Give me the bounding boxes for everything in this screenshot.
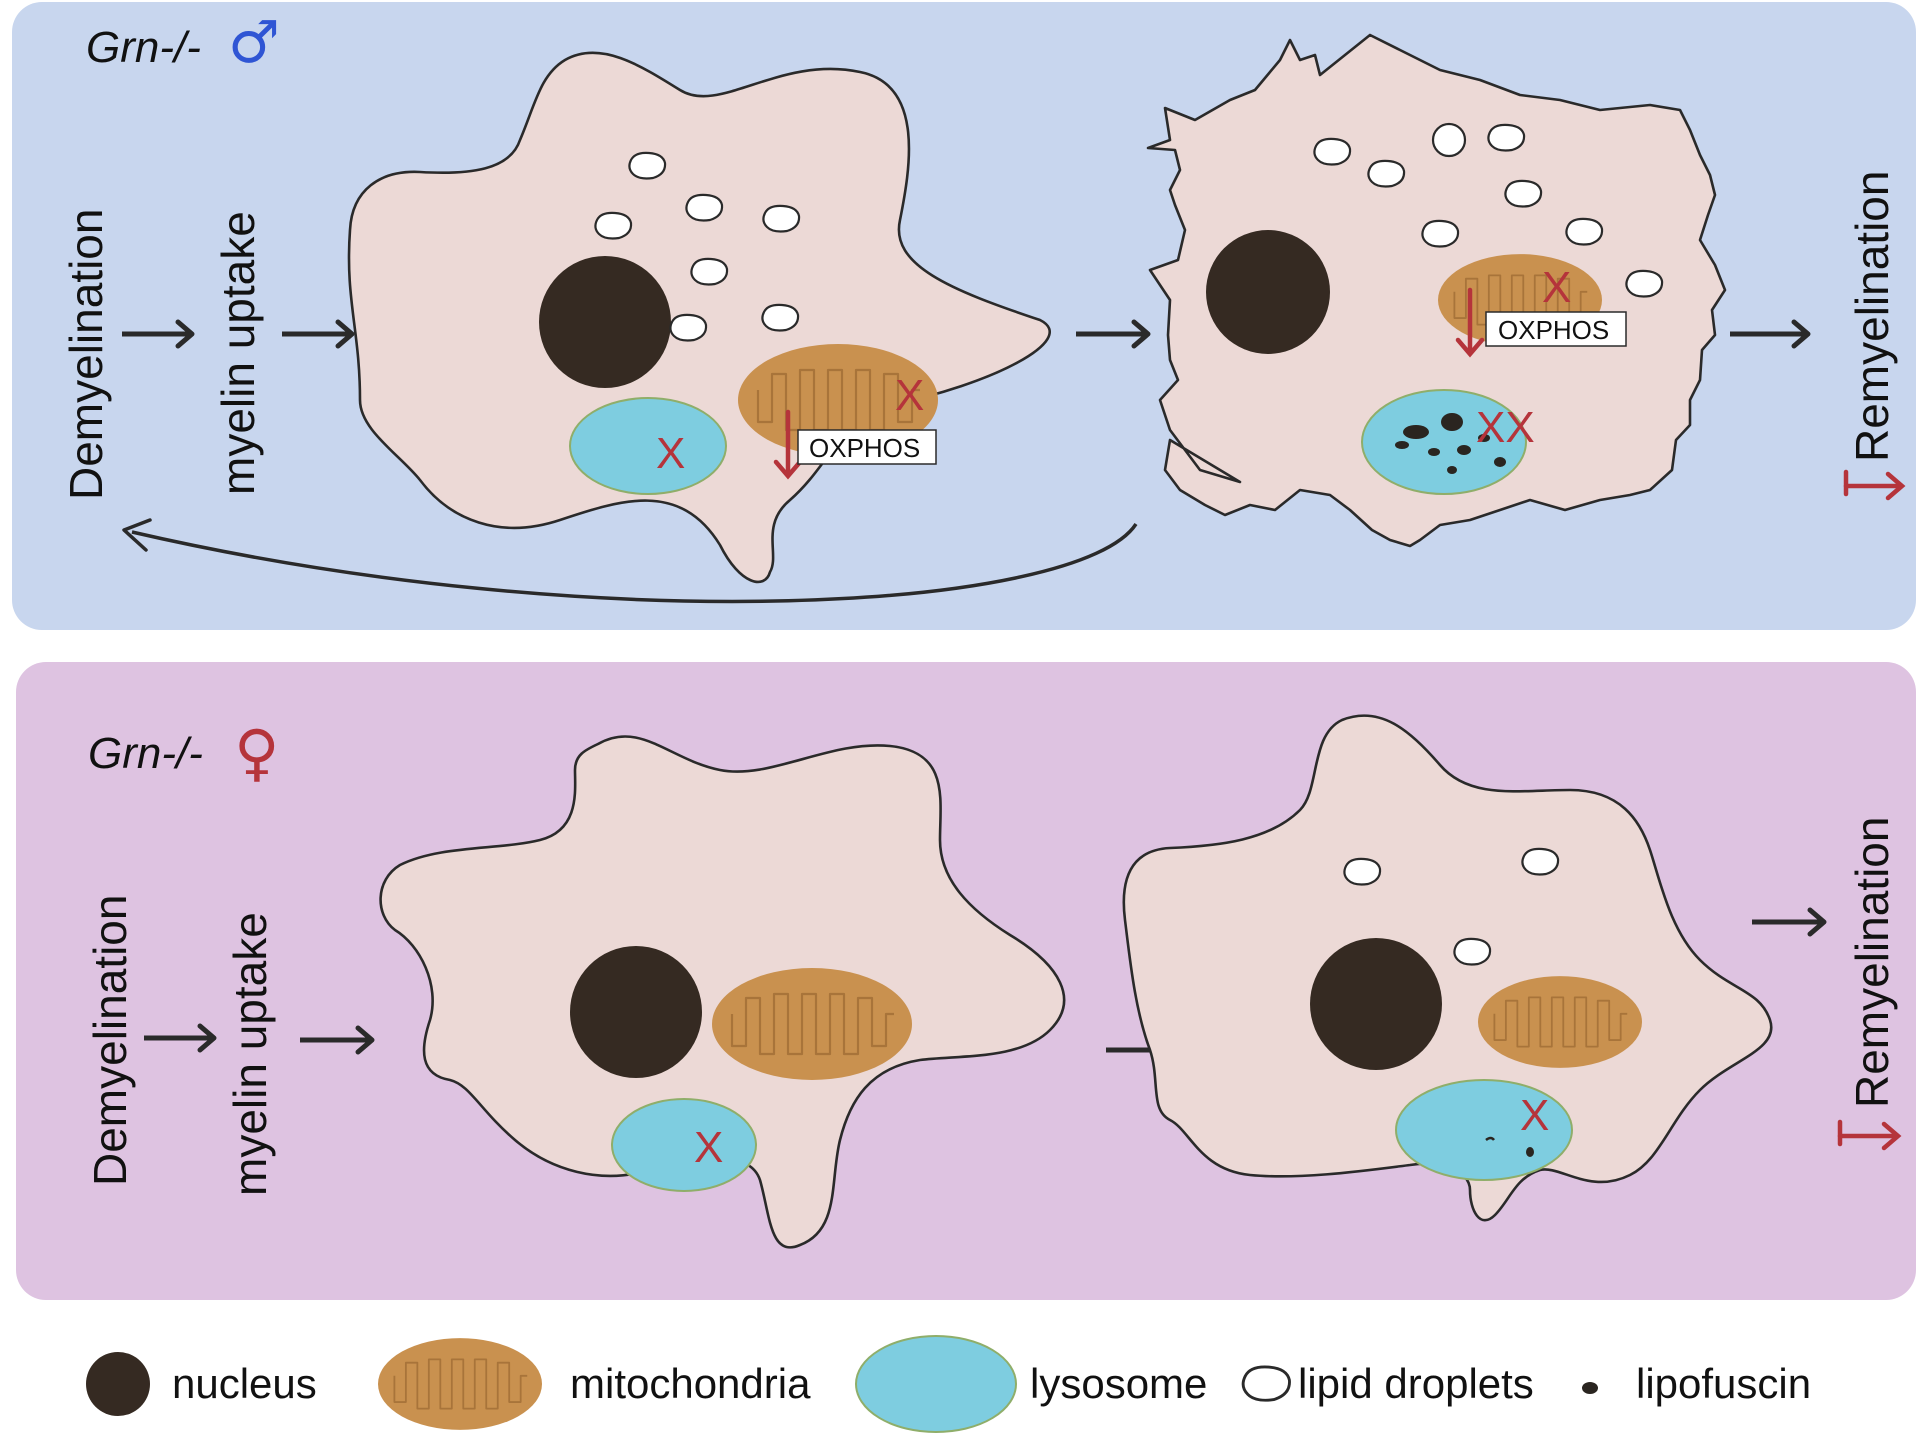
- male-demyelination-label: Demyelination: [60, 209, 112, 500]
- female-symbol: ♀: [234, 716, 279, 789]
- female-panel: Grn-/- ♀ Demyelination myelin uptake X: [16, 662, 1916, 1300]
- female-cell-1-lysosome-x: X: [694, 1123, 723, 1172]
- female-cell-1: X: [379, 735, 1066, 1249]
- lipid-droplet-icon: [1565, 217, 1604, 246]
- legend-lysosome-label: lysosome: [1030, 1360, 1207, 1407]
- female-cell-1-mitochondria: [710, 966, 914, 1082]
- female-cell-2: X: [1122, 714, 1773, 1222]
- lipid-droplet-icon: [1453, 937, 1492, 966]
- male-symbol: ♂: [228, 8, 280, 76]
- lipid-droplet-icon: [1421, 219, 1460, 248]
- male-cell-1-oxphos-label: OXPHOS: [809, 433, 920, 463]
- male-arrow-4: [1730, 319, 1811, 349]
- lipid-droplet-icon: [1521, 847, 1560, 876]
- male-remyelination-label: Remyelination: [1846, 171, 1898, 462]
- female-cell-2-mitochondria: [1477, 975, 1643, 1069]
- female-decrease-arrow: [1837, 1119, 1902, 1151]
- legend-nucleus-label: nucleus: [172, 1360, 317, 1407]
- male-myelin-uptake-label: myelin uptake: [212, 211, 264, 495]
- male-decrease-arrow: [1843, 469, 1906, 501]
- male-arrow-2: [282, 319, 355, 349]
- female-cell-1-lysosome: [611, 1098, 757, 1192]
- male-feedback-arrow: [122, 518, 1138, 604]
- lipid-droplet-icon: [685, 193, 724, 222]
- male-cell-2-oxphos-label: OXPHOS: [1498, 315, 1609, 345]
- female-genotype-label: Grn-/-: [88, 729, 203, 778]
- male-cell-1: X X OXPHOS: [347, 51, 1051, 584]
- male-genotype-label: Grn-/-: [86, 23, 201, 72]
- male-cell-2-lysosome: [1361, 389, 1527, 495]
- lipid-droplet-icon: [1367, 159, 1406, 188]
- lipid-droplet-icon: [690, 257, 729, 286]
- male-cell-2-mito-x: X: [1542, 263, 1571, 312]
- lipid-droplet-icon: [594, 211, 633, 240]
- male-cell-2: XX X OXPHOS: [1146, 33, 1727, 548]
- legend-nucleus-icon: [86, 1352, 150, 1416]
- male-arrow-1: [122, 319, 195, 349]
- female-myelin-uptake-label: myelin uptake: [224, 912, 276, 1196]
- legend-lipofuscin-label: lipofuscin: [1636, 1360, 1811, 1407]
- legend-mitochondria-icon: [377, 1337, 543, 1431]
- female-cell-2-lysosome-x: X: [1520, 1091, 1549, 1140]
- male-cell-1-lysosome: [569, 397, 727, 495]
- lipid-droplet-icon: [1431, 122, 1467, 158]
- lipid-droplet-icon: [1625, 269, 1664, 298]
- lipid-droplet-icon: [1313, 137, 1352, 166]
- female-remyelination-label: Remyelination: [1846, 817, 1898, 1108]
- male-panel: Grn-/- ♂ Demyelination myelin uptake: [12, 2, 1916, 630]
- female-arrow-4: [1752, 907, 1827, 937]
- male-cell-2-nucleus: [1206, 230, 1330, 354]
- female-arrow-1: [144, 1023, 217, 1053]
- legend: nucleus mitochondria lysosome lipid drop…: [86, 1335, 1811, 1433]
- lipid-droplet-icon: [669, 313, 708, 342]
- lipid-droplet-icon: [761, 303, 800, 332]
- female-cell-2-lipofuscin: [1485, 1136, 1534, 1157]
- female-cell-2-nucleus: [1310, 938, 1442, 1070]
- legend-mitochondria-label: mitochondria: [570, 1360, 811, 1407]
- lipid-droplet-icon: [1343, 857, 1382, 886]
- male-cell-2-lysosome-xx: XX: [1476, 403, 1535, 452]
- legend-lipid-droplets-label: lipid droplets: [1298, 1360, 1534, 1407]
- male-cell-1-nucleus: [539, 256, 671, 388]
- lipid-droplet-icon: [1504, 179, 1543, 208]
- male-cell-1-oxphos-decrease: OXPHOS: [773, 409, 937, 480]
- male-cell-2-lipofuscin: [1395, 413, 1506, 474]
- female-demyelination-label: Demyelination: [84, 895, 136, 1186]
- female-arrow-2: [300, 1025, 375, 1055]
- lipid-droplet-icon: [628, 151, 667, 180]
- legend-lipofuscin-icon: [1582, 1382, 1598, 1394]
- male-cell-2-oxphos-decrease: OXPHOS: [1455, 287, 1627, 358]
- male-arrow-3: [1076, 319, 1151, 349]
- lipid-droplet-icon: [762, 204, 801, 233]
- female-cell-1-nucleus: [570, 946, 702, 1078]
- male-cell-1-mito-x: X: [895, 371, 924, 420]
- legend-lysosome-icon: [855, 1335, 1017, 1433]
- male-cell-1-lysosome-x: X: [656, 429, 685, 478]
- lipid-droplet-icon: [1487, 123, 1526, 152]
- legend-lipid-droplet-icon: [1241, 1365, 1291, 1402]
